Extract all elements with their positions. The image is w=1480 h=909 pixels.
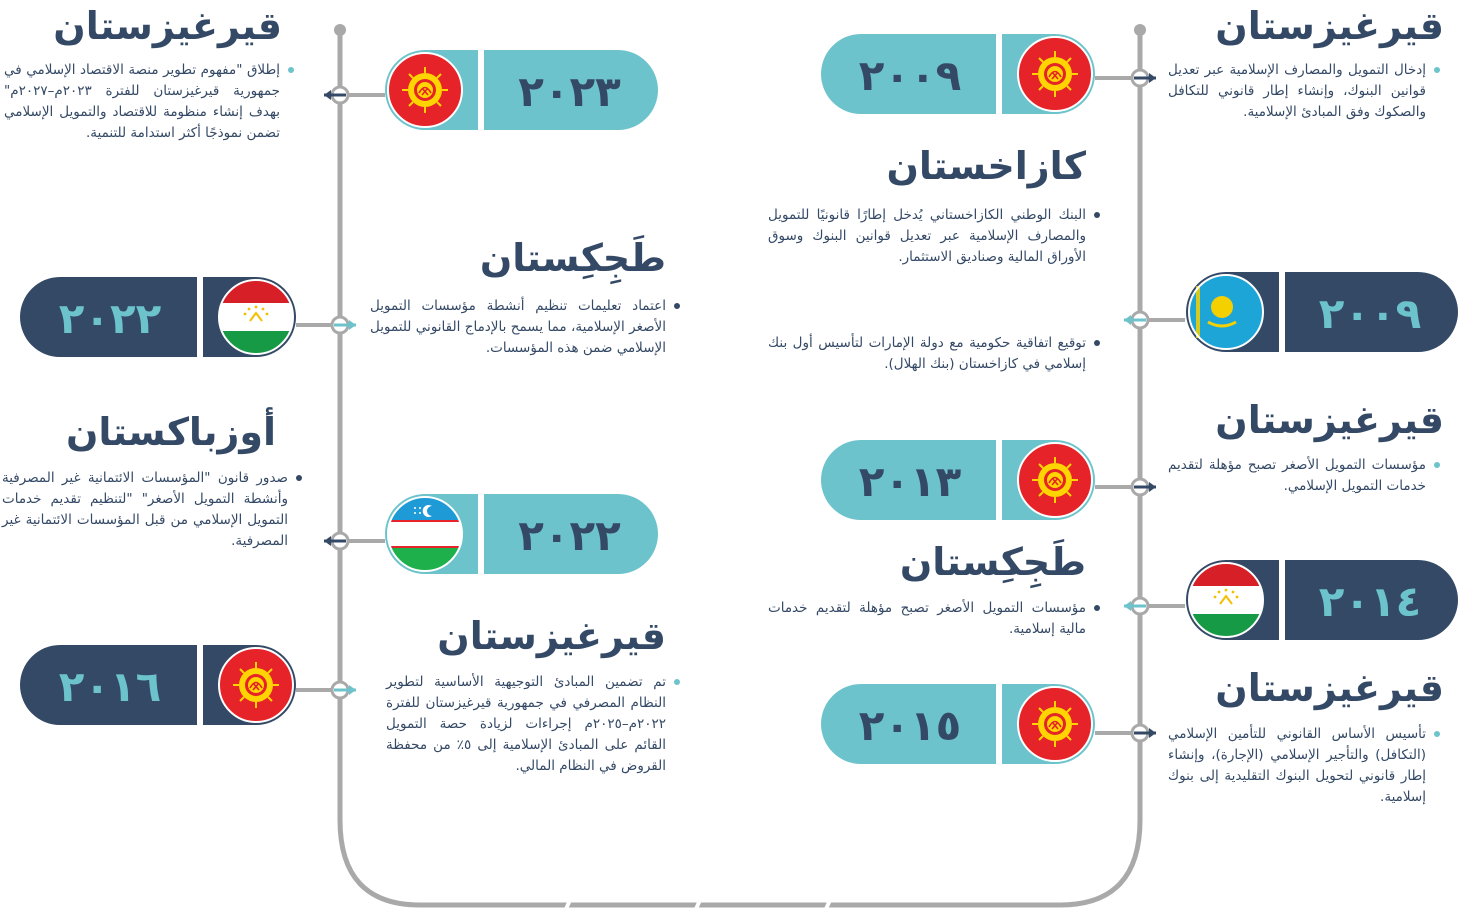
year-pill-center-right-1-year: ٢٠٠٩ (859, 51, 962, 100)
year-pill-center-left-1-year: ٢٠٢٣ (518, 67, 621, 116)
center-right-text-1b-body: توقيع اتفاقية حكومية مع دولة الإمارات لت… (768, 335, 1086, 372)
year-pill-center-right-3: ٢٠١٥ (821, 684, 1095, 764)
year-pill-right-1: ٢٠٠٩ (1186, 272, 1458, 352)
center-right-text-1b: توقيع اتفاقية حكومية مع دولة الإمارات لت… (768, 333, 1100, 375)
year-pill-left-1: ٢٠٢٢ (20, 277, 296, 357)
left-connector-1 (324, 85, 385, 105)
left-connector-2 (296, 315, 356, 335)
center-right-text-1a: البنك الوطني الكازاخستاني يُدخل إطارًا ق… (768, 205, 1100, 268)
year-pill-left-1-year: ٢٠٢٢ (59, 294, 162, 343)
left-text-2-body: صدور قانون "المؤسسات الائتمانية غير المص… (2, 470, 288, 549)
center-right-text-1a-body: البنك الوطني الكازاخستاني يُدخل إطارًا ق… (768, 207, 1086, 265)
right-connector-3 (1130, 477, 1156, 497)
year-pill-left-2-year: ٢٠١٦ (59, 662, 162, 711)
right-connector-4 (1124, 596, 1185, 616)
right-country-1: قيرغيزستان (1215, 4, 1444, 48)
year-pill-center-right-2-year: ٢٠١٣ (859, 457, 962, 506)
center-left-country-1: طَجِكِستان (479, 236, 666, 280)
right-text-3: تأسيس الأساس القانوني للتأمين الإسلامي (… (1168, 724, 1440, 808)
year-pill-center-right-2: ٢٠١٣ (821, 440, 1095, 520)
year-pill-left-2: ٢٠١٦ (20, 645, 296, 725)
center-right-text-2-body: مؤسسات التمويل الأصغر تصبح مؤهلة لتقديم … (768, 600, 1086, 637)
year-pill-center-right-1: ٢٠٠٩ (821, 34, 1095, 114)
right-connector-1 (1130, 68, 1156, 88)
center-right-country-2: طَجِكِستان (899, 540, 1086, 584)
year-pill-right-2-year: ٢٠١٤ (1319, 577, 1422, 626)
right-text-1: إدخال التمويل والمصارف الإسلامية عبر تعد… (1168, 60, 1440, 123)
left-text-1-body: إطلاق "مفهوم تطوير منصة الاقتصاد الإسلام… (4, 62, 280, 141)
center-left-text-2-body: تم تضمين المبادئ التوجيهية الأساسية لتطو… (386, 674, 666, 774)
year-pill-center-left-2-year: ٢٠٢٢ (518, 511, 621, 560)
year-pill-center-right-3-year: ٢٠١٥ (859, 701, 962, 750)
left-connector-4 (296, 680, 356, 700)
left-text-1: إطلاق "مفهوم تطوير منصة الاقتصاد الإسلام… (4, 60, 294, 144)
left-text-2: صدور قانون "المؤسسات الائتمانية غير المص… (2, 468, 302, 552)
right-text-3-body: تأسيس الأساس القانوني للتأمين الإسلامي (… (1168, 726, 1426, 805)
right-country-2: قيرغيزستان (1215, 398, 1444, 442)
left-country-2: أوزباكستان (65, 410, 276, 454)
center-right-country-1: كازاخستان (886, 144, 1086, 188)
center-left-text-1: اعتماد تعليمات تنظيم أنشطة مؤسسات التموي… (370, 296, 680, 359)
year-pill-right-1-year: ٢٠٠٩ (1319, 289, 1422, 338)
year-pill-right-2: ٢٠١٤ (1186, 560, 1458, 640)
center-left-text-2: تم تضمين المبادئ التوجيهية الأساسية لتطو… (386, 672, 680, 777)
left-country-1: قيرغيزستان (53, 4, 282, 48)
right-text-1-body: إدخال التمويل والمصارف الإسلامية عبر تعد… (1168, 62, 1426, 120)
center-left-country-2: قيرغيزستان (437, 614, 666, 658)
left-connector-3 (324, 531, 385, 551)
right-text-2-body: مؤسسات التمويل الأصغر تصبح مؤهلة لتقديم … (1168, 457, 1426, 494)
right-connector-2 (1124, 310, 1185, 330)
right-text-2: مؤسسات التمويل الأصغر تصبح مؤهلة لتقديم … (1168, 455, 1440, 497)
center-left-text-1-body: اعتماد تعليمات تنظيم أنشطة مؤسسات التموي… (370, 298, 666, 356)
year-pill-center-left-1: ٢٠٢٣ (385, 50, 658, 130)
year-pill-center-left-2: ٢٠٢٢ (385, 494, 658, 574)
right-connector-5 (1130, 723, 1156, 743)
right-country-3: قيرغيزستان (1215, 666, 1444, 710)
center-right-text-2: مؤسسات التمويل الأصغر تصبح مؤهلة لتقديم … (768, 598, 1100, 640)
